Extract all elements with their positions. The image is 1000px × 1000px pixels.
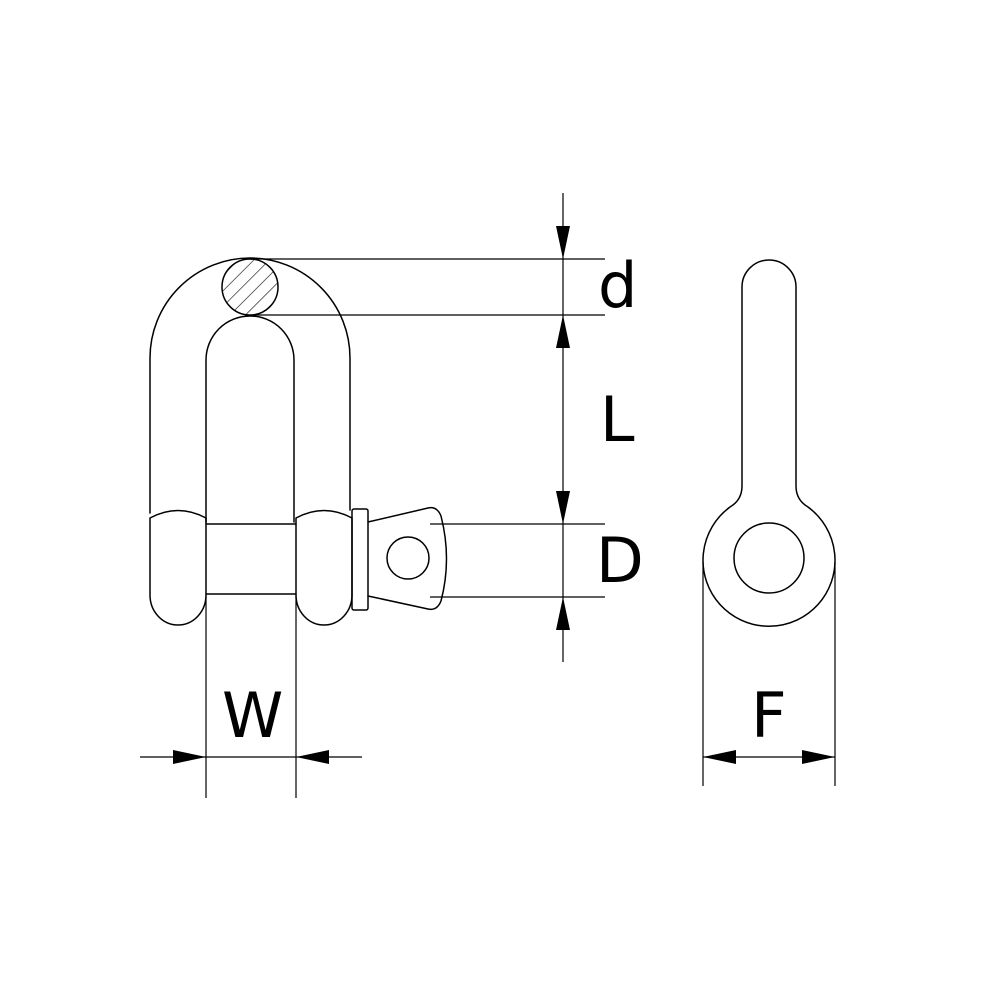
label-D: D	[596, 524, 644, 597]
section-hatch	[222, 259, 278, 315]
arrow-F-right	[802, 750, 835, 764]
arrow-W-right	[296, 750, 329, 764]
arrow-d-top	[556, 226, 570, 259]
shackle-front-view	[149, 257, 448, 626]
label-L: L	[600, 383, 635, 456]
shackle-bow-outer	[149, 257, 351, 514]
dimensions: d L D W F	[140, 193, 836, 798]
pin-head-hole	[386, 536, 430, 580]
side-profile-outline	[702, 259, 836, 627]
arrow-D-bottom	[556, 597, 570, 630]
label-W: W	[222, 679, 283, 752]
arrow-d-bottom	[556, 315, 570, 348]
pin-collar	[351, 508, 369, 611]
pin-head	[367, 506, 448, 611]
arrow-W-left	[173, 750, 206, 764]
label-F: F	[751, 679, 787, 752]
arrow-L-bottom	[556, 491, 570, 524]
label-d: d	[598, 249, 637, 322]
arrow-F-left	[703, 750, 736, 764]
side-pin-hole	[733, 522, 805, 594]
shackle-side-view	[702, 259, 836, 627]
shackle-left-eye	[149, 509, 207, 626]
shackle-right-eye	[295, 509, 353, 626]
shackle-bow-inner	[205, 315, 295, 523]
